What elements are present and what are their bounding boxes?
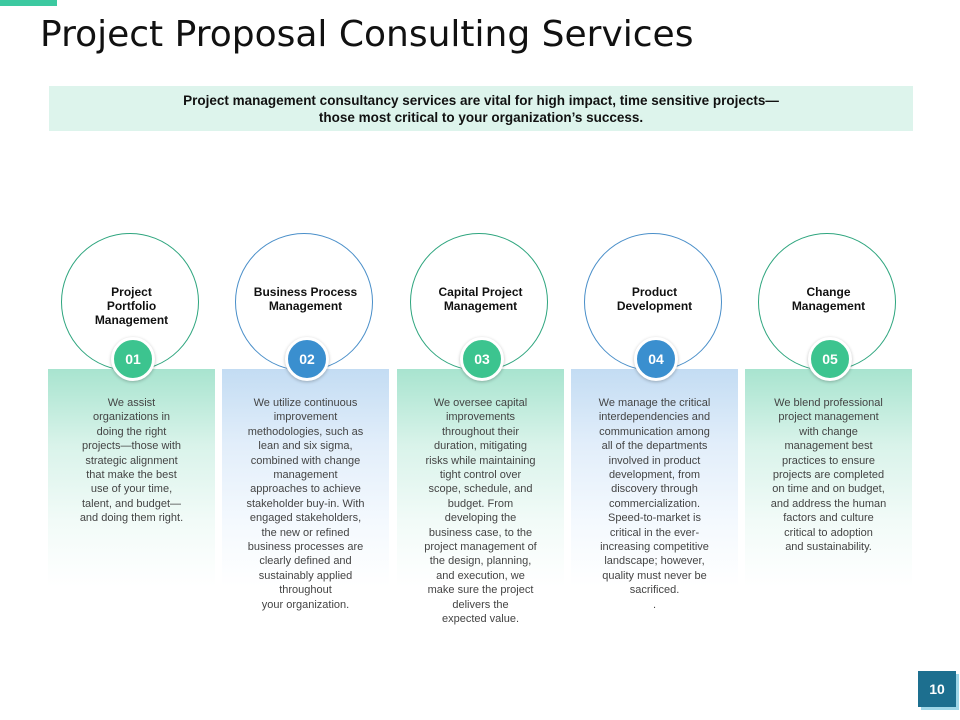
service-description: We manage the critical interdependencies… xyxy=(598,397,711,611)
intro-banner: Project management consultancy services … xyxy=(49,86,913,131)
service-card-capital-project-management: Capital Project Management 03 We oversee… xyxy=(397,233,564,653)
banner-line-1: Project management consultancy services … xyxy=(183,92,779,108)
service-panel xyxy=(222,369,389,587)
service-description: We utilize continuous improvement method… xyxy=(246,397,365,611)
service-number-badge: 03 xyxy=(460,337,504,381)
service-title: Capital Project Management xyxy=(438,285,523,313)
service-panel xyxy=(571,369,738,587)
service-card-business-process-management: Business Process Management 02 We utiliz… xyxy=(222,233,389,653)
service-card-product-development: Product Development 04 We manage the cri… xyxy=(571,233,738,653)
service-panel xyxy=(48,369,215,587)
service-number-badge: 05 xyxy=(808,337,852,381)
service-card-portfolio-management: Project Portfolio Management 01 We assis… xyxy=(48,233,215,653)
service-description: We oversee capital improvements througho… xyxy=(424,397,537,626)
page-number-badge: 10 xyxy=(918,671,956,707)
service-panel xyxy=(397,369,564,587)
service-description: We assist organizations in doing the rig… xyxy=(79,397,184,525)
service-number-badge: 02 xyxy=(285,337,329,381)
service-card-change-management: Change Management 05 We blend profession… xyxy=(745,233,912,653)
service-number-badge: 04 xyxy=(634,337,678,381)
service-description: We blend professional project management… xyxy=(770,397,887,554)
service-title: Product Development xyxy=(616,285,693,313)
title-accent-bar xyxy=(0,0,57,6)
service-title: Business Process Management xyxy=(253,285,358,313)
service-title: Change Management xyxy=(791,285,866,313)
page-title: Project Proposal Consulting Services xyxy=(40,14,694,55)
service-number-badge: 01 xyxy=(111,337,155,381)
service-title: Project Portfolio Management xyxy=(94,285,169,327)
banner-line-2: those most critical to your organization… xyxy=(318,109,644,125)
service-panel xyxy=(745,369,912,587)
